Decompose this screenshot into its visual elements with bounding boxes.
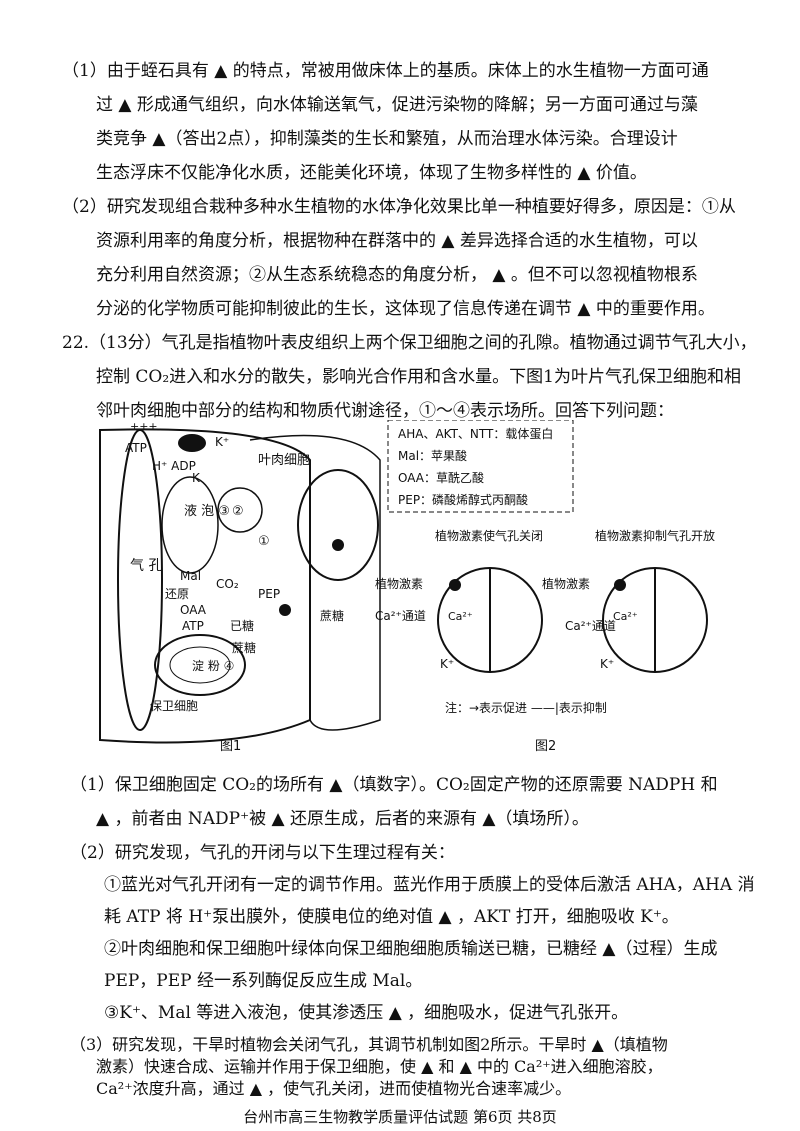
- q21-p2-line4: 分泌的化学物质可能抑制彼此的生长，这体现了信息传递在调节 ▲ 中的重要作用。: [96, 299, 715, 319]
- q22-2-line4: ②叶肉细胞和保卫细胞叶绿体向保卫细胞细胞质输送已糖，已糖经 ▲（过程）生成: [104, 939, 718, 959]
- page-footer: 台州市高三生物教学质量评估试题 第6页 共8页: [243, 1108, 557, 1126]
- fig1-sucrose2: 蔗糖: [320, 608, 344, 623]
- q22-2-line2: ①蓝光对气孔开闭有一定的调节作用。蓝光作用于质膜上的受体后激活 AHA，AHA …: [104, 875, 755, 895]
- transporter-dot: [332, 539, 344, 551]
- fig1-caption: 图1: [220, 739, 241, 754]
- fig2-hormone-right: 植物激素: [542, 576, 590, 591]
- fig2-ca-left: Ca²⁺: [448, 610, 473, 623]
- fig1-reduce: 还原: [165, 587, 189, 601]
- aha-pump: [178, 434, 206, 452]
- fig1-c2: ②: [232, 504, 244, 519]
- q21-p1-line4: 生态浮床不仅能净化水质，还能美化环境，体现了生物多样性的 ▲ 价值。: [96, 163, 647, 183]
- legend-3: OAA：草酰乙酸: [398, 470, 484, 485]
- fig1-kin: K⁺: [215, 435, 229, 449]
- fig1-plus: +++: [130, 420, 158, 433]
- q22-3-line3: Ca²⁺浓度升高，通过 ▲ ，使气孔关闭，进而使植物光合速率减少。: [96, 1079, 572, 1098]
- chloroplast: [154, 634, 246, 696]
- fig1-hexose: 已糖: [230, 618, 254, 633]
- legend-2: Mal：苹果酸: [398, 448, 467, 463]
- fig1-atp2: ATP: [182, 619, 204, 633]
- starch-grain: [169, 646, 231, 684]
- legend-1: AHA、AKT、NTT：载体蛋白: [398, 426, 553, 441]
- fig1-atp: ATP: [125, 441, 147, 455]
- fig2-k-left: K⁺: [440, 657, 454, 671]
- q22-intro-line2: 控制 CO₂进入和水分的散失，影响光合作用和含水量。下图1为叶片气孔保卫细胞和相: [96, 367, 741, 387]
- stoma-pore: [117, 429, 163, 731]
- q22-3-line2: 激素）快速合成、运输并作用于保卫细胞，使 ▲ 和 ▲ 中的 Ca²⁺进入细胞溶胶…: [96, 1057, 663, 1076]
- q22-2-line5: PEP，PEP 经一系列酶促反应生成 Mal。: [104, 971, 423, 991]
- q21-p2-line2: 资源利用率的角度分析，根据物种在群落中的 ▲ 差异选择合适的水生植物，可以: [96, 231, 698, 251]
- q21-p1-line1: （1）由于蛭石具有 ▲ 的特点，常被用做床体上的基质。床体上的水生植物一方面可通: [62, 61, 709, 81]
- fig1-mesophyll: 叶肉细胞: [258, 453, 310, 468]
- fig2-title-right: 植物激素抑制气孔开放: [595, 528, 715, 543]
- sucrose-transporter: [279, 604, 291, 616]
- q21-p2-line1: （2）研究发现组合栽种多种水生植物的水体净化效果比单一种植要好得多，原因是：①从: [62, 197, 736, 217]
- fig1-vacuole: 液 泡 ③: [184, 504, 230, 519]
- fig2-ca-channel-right: Ca²⁺通道: [565, 619, 616, 633]
- legend-4: PEP：磷酸烯醇式丙酮酸: [398, 492, 528, 507]
- q22-intro-line1: 22.（13分）气孔是指植物叶表皮组织上两个保卫细胞之间的孔隙。植物通过调节气孔…: [62, 333, 757, 353]
- q22-1-line1: （1）保卫细胞固定 CO₂的场所有 ▲（填数字）。CO₂固定产物的还原需要 NA…: [70, 775, 718, 795]
- fig1-pep: PEP: [258, 587, 280, 601]
- fig1-k: K: [192, 471, 201, 485]
- q21-p2-line3: 充分利用自然资源；②从生态系统稳态的角度分析， ▲ 。但不可以忽视植物根系: [96, 265, 698, 285]
- q22-2-line6: ③K⁺、Mal 等进入液泡，使其渗透压 ▲ ，细胞吸水，促进气孔张开。: [104, 1003, 629, 1023]
- fig2-title-left: 植物激素使气孔关闭: [435, 528, 543, 543]
- fig1-stoma: 气 孔: [130, 558, 162, 574]
- fig1-c1: ①: [258, 534, 270, 549]
- fig1-oaa: OAA: [180, 603, 207, 617]
- fig1-hadp: H⁺ ADP: [152, 459, 196, 473]
- fig1-mal: Mal: [180, 569, 201, 583]
- mesophyll-outline: [249, 434, 381, 731]
- q22-2-line1: （2）研究发现，气孔的开闭与以下生理过程有关：: [70, 843, 455, 863]
- fig2-ca-channel-left: Ca²⁺通道: [375, 609, 426, 623]
- q22-intro-line3: 邻叶肉细胞中部分的结构和物质代谢途径，①～④表示场所。回答下列问题：: [96, 401, 674, 421]
- fig1-co2: CO₂: [216, 577, 239, 591]
- q22-1-line2: ▲ ，前者由 NADP⁺被 ▲ 还原生成，后者的来源有 ▲（填场所）。: [96, 809, 589, 829]
- fig2-caption: 图2: [535, 739, 556, 754]
- q22-3-line1: （3）研究发现，干旱时植物会关闭气孔，其调节机制如图2所示。干旱时 ▲（填植物: [70, 1035, 668, 1054]
- figures: +++ ATP H⁺ ADP K⁺ K 叶肉细胞 液 泡 ③ 气 孔 Mal 还…: [99, 420, 715, 754]
- fig1-starch: 淀 粉 ④: [192, 659, 234, 673]
- fig2-ca-right: Ca²⁺: [613, 610, 638, 623]
- fig1-sucrose1: 蔗糖: [232, 640, 256, 655]
- mesophyll-chloroplast: [297, 469, 379, 581]
- fig1-guard: 保卫细胞: [150, 699, 198, 713]
- legend-box: [387, 420, 574, 513]
- q21-p1-line3: 类竞争 ▲（答出2点），抑制藻类的生长和繁殖，从而治理水体污染。合理设计: [96, 129, 678, 149]
- fig2-k-right: K⁺: [600, 657, 614, 671]
- q21-p1-line2: 过 ▲ 形成通气组织，向水体输送氧气，促进污染物的降解；另一方面可通过与藻: [96, 95, 698, 115]
- mitochondrion: [217, 487, 263, 533]
- fig2-hormone-left: 植物激素: [375, 576, 423, 591]
- vacuole: [161, 476, 219, 574]
- fig2-note: 注：→表示促进 ——|表示抑制: [445, 700, 607, 715]
- q22-2-line3: 耗 ATP 将 H⁺泵出膜外，使膜电位的绝对值 ▲ ，AKT 打开，细胞吸收 K…: [104, 907, 679, 927]
